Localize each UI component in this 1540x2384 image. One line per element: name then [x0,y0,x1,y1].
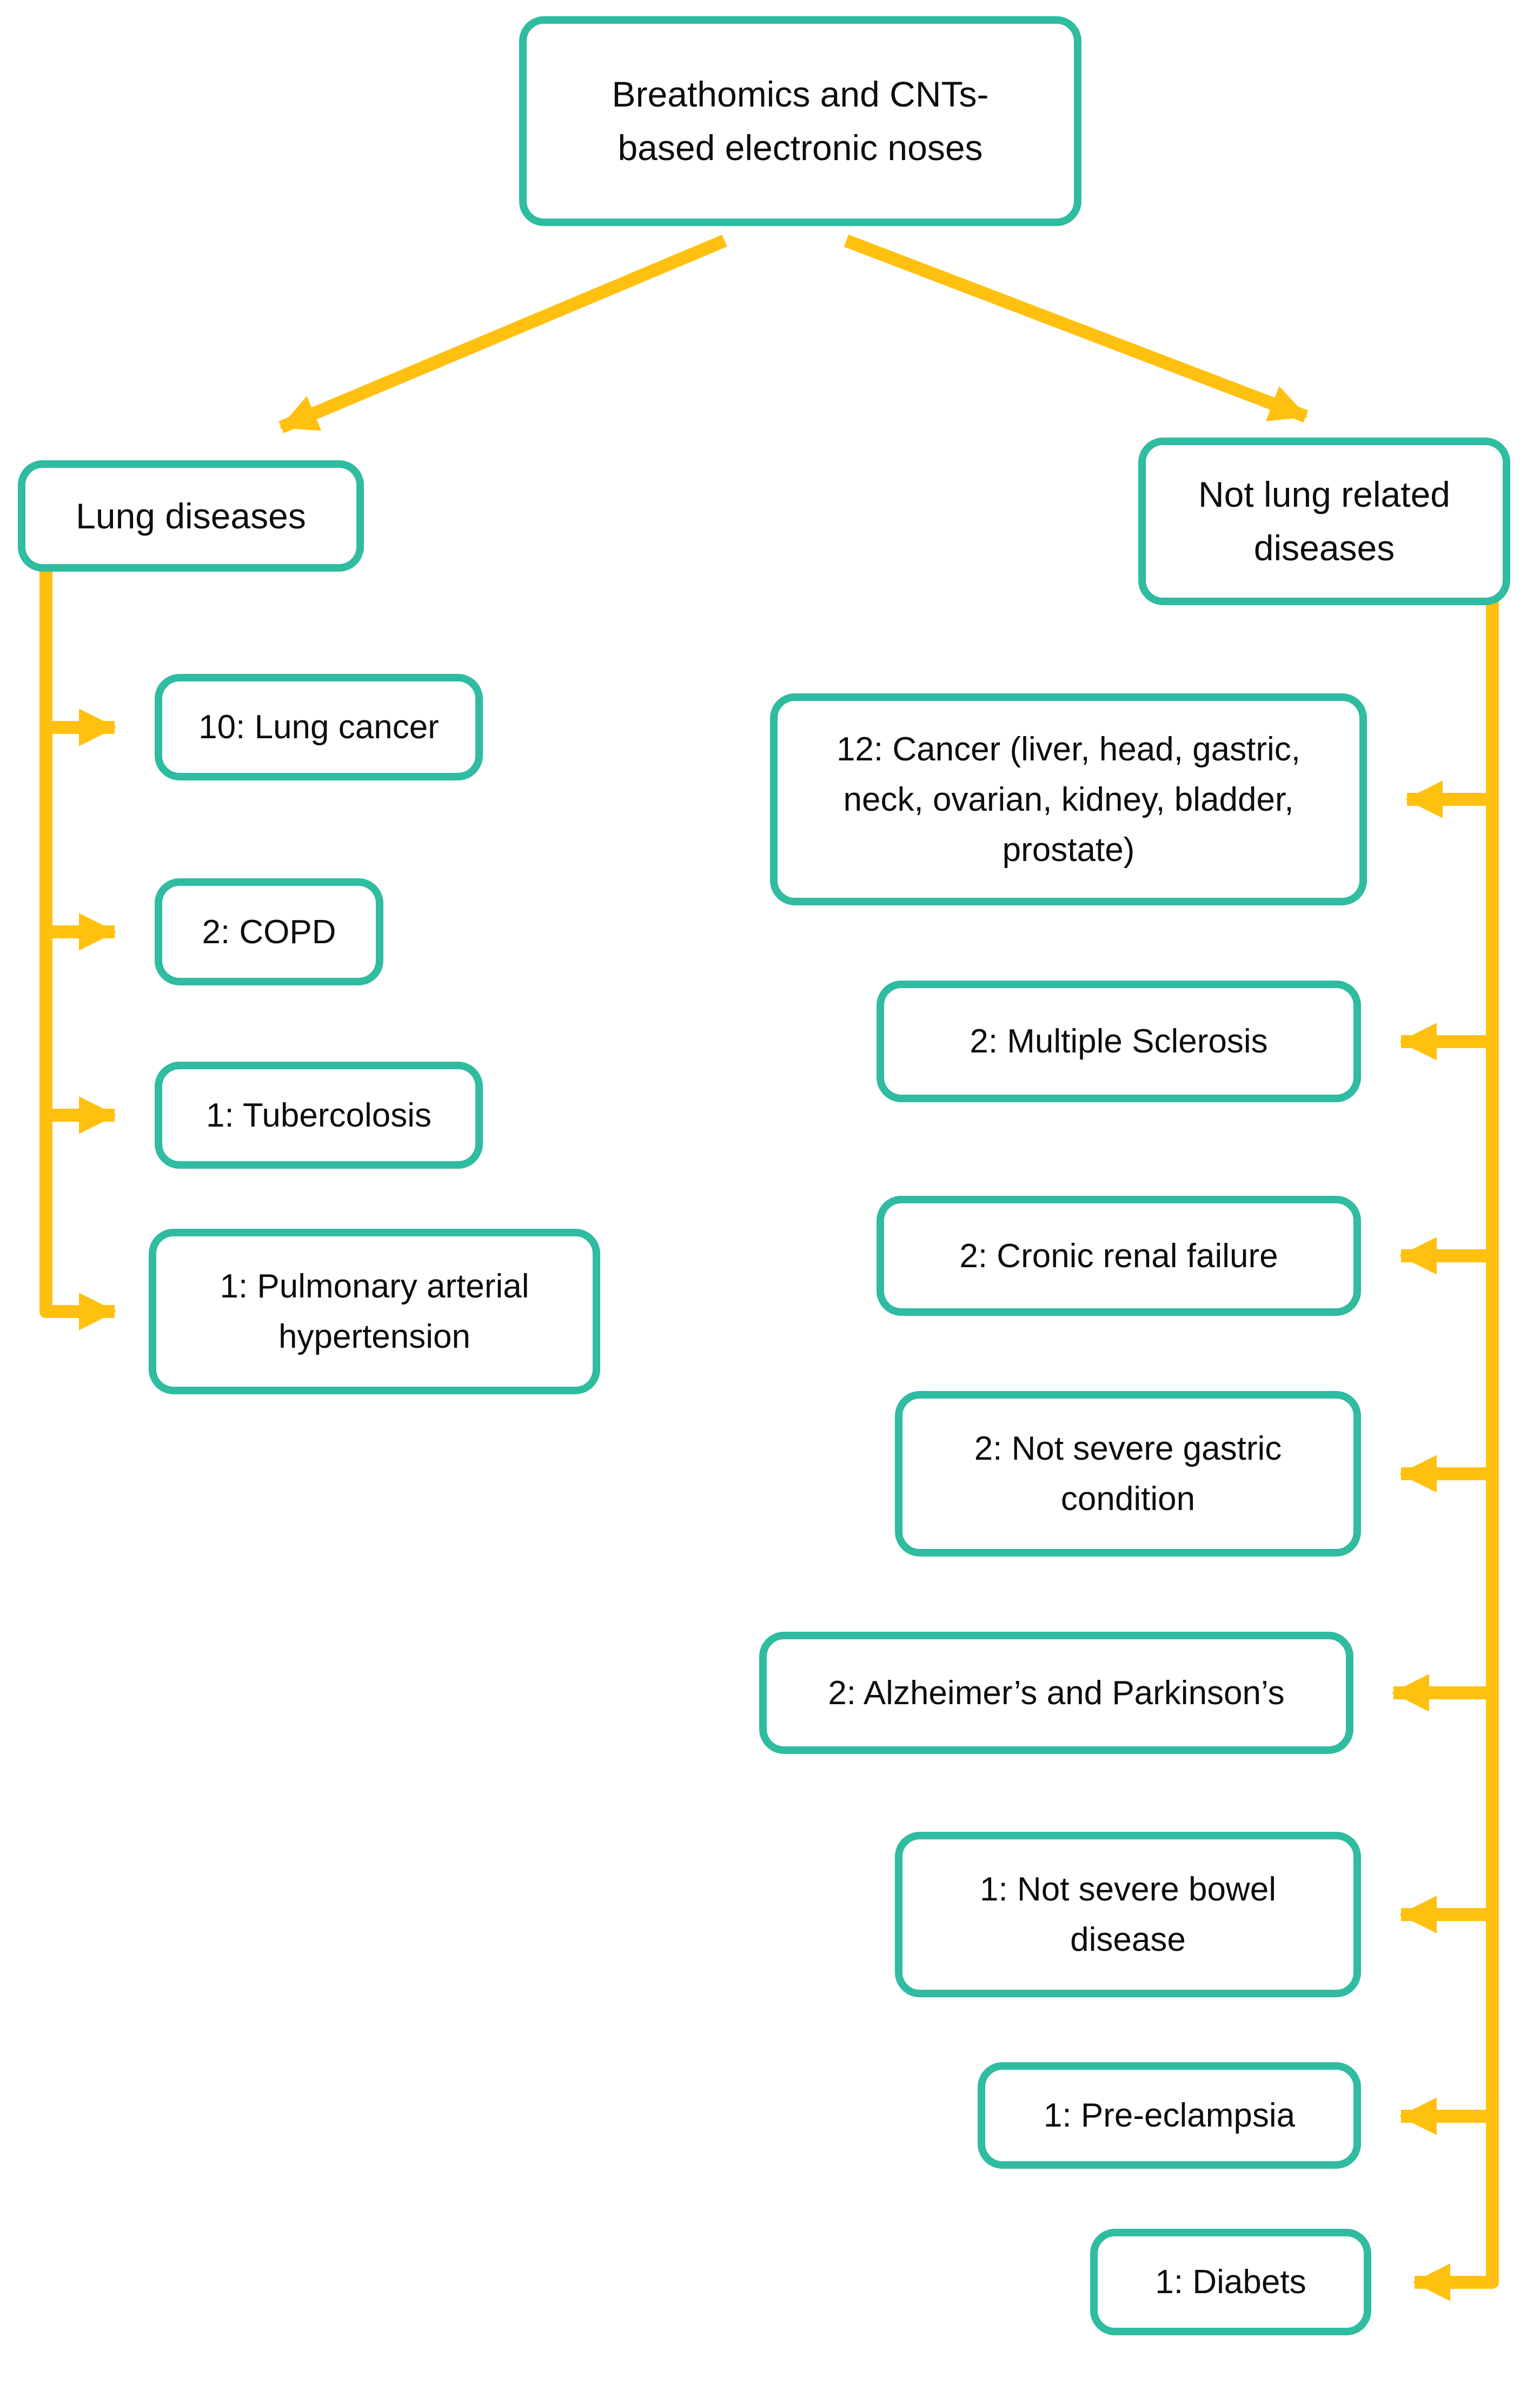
node-pre-eclampsia: 1: Pre-eclampsia [978,2062,1361,2169]
node-copd-label: 2: COPD [202,913,336,951]
node-gastric-condition-label: 2: Not severe gastric condition [974,1430,1282,1518]
arrow-root-to-lung-diseases [278,234,727,434]
node-bowel-disease-label: 1: Not severe bowel disease [980,1871,1276,1958]
node-multiple-sclerosis-label: 2: Multiple Sclerosis [970,1023,1268,1060]
node-cancer-multi-organ-label: 12: Cancer (liver, head, gastric, neck, … [836,730,1301,869]
node-not-lung-diseases-label: Not lung related diseases [1198,474,1450,568]
node-multiple-sclerosis: 2: Multiple Sclerosis [877,981,1361,1102]
node-pre-eclampsia-label: 1: Pre-eclampsia [1043,2097,1296,2134]
trunk-not-lung-and-arrow-diabets [1412,600,1499,2301]
node-bowel-disease: 1: Not severe bowel disease [895,1832,1361,1997]
node-lung-cancer-label: 10: Lung cancer [198,708,439,746]
node-cronic-renal-failure: 2: Cronic renal failure [877,1196,1361,1316]
node-diabets: 1: Diabets [1090,2229,1371,2335]
trunk-lung-and-arrow-pulmonary-hypertension [39,568,117,1330]
node-pulmonary-arterial-hypertension: 1: Pulmonary arterial hypertension [149,1229,600,1394]
node-alzheimers-parkinsons-label: 2: Alzheimer’s and Parkinson’s [828,1674,1285,1712]
node-tubercolosis-label: 1: Tubercolosis [206,1096,432,1134]
node-copd: 2: COPD [155,878,383,985]
node-lung-diseases-label: Lung diseases [76,495,306,536]
node-lung-diseases: Lung diseases [18,460,364,572]
node-gastric-condition: 2: Not severe gastric condition [895,1391,1361,1557]
node-alzheimers-parkinsons: 2: Alzheimer’s and Parkinson’s [759,1632,1353,1754]
node-root-label: Breathomics and CNTs-based electronic no… [612,74,989,168]
node-tubercolosis: 1: Tubercolosis [155,1062,483,1169]
node-lung-cancer: 10: Lung cancer [155,674,483,780]
node-cronic-renal-failure-label: 2: Cronic renal failure [959,1237,1278,1275]
node-root: Breathomics and CNTs-based electronic no… [519,16,1081,226]
node-not-lung-diseases: Not lung related diseases [1138,438,1510,605]
node-diabets-label: 1: Diabets [1155,2263,1306,2301]
node-pulmonary-arterial-hypertension-label: 1: Pulmonary arterial hypertension [220,1268,529,1355]
node-cancer-multi-organ: 12: Cancer (liver, head, gastric, neck, … [770,693,1367,905]
arrow-root-to-not-lung-diseases [844,234,1309,423]
